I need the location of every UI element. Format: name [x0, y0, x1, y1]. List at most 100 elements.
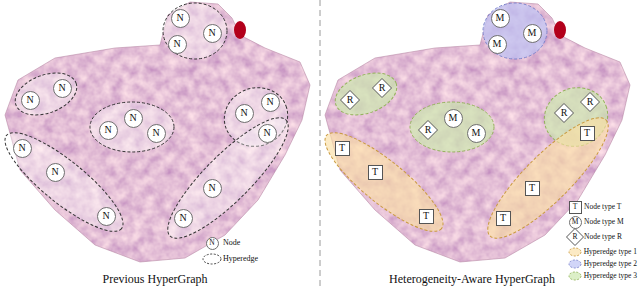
- hyperedge-type-3: [410, 102, 494, 152]
- legend-symbol: R: [566, 228, 584, 246]
- legend-item: Hyperedge type 2: [584, 260, 637, 268]
- legend-hyperedge-sample: [569, 272, 581, 280]
- node-letter: T: [500, 213, 506, 223]
- diamond-shape: [555, 104, 574, 123]
- node-letter: M: [493, 39, 502, 49]
- node-diamond: R: [580, 92, 600, 112]
- node-letter: T: [339, 143, 345, 153]
- legend-item: Hyperedge: [223, 255, 258, 263]
- node-circle: N: [203, 179, 222, 198]
- diamond-shape: [419, 121, 438, 140]
- diamond-shape: [373, 79, 392, 98]
- node-diamond: R: [372, 78, 392, 98]
- node-letter: T: [529, 183, 535, 193]
- node-circle: N: [203, 24, 222, 43]
- node-circle: M: [523, 24, 542, 43]
- tissue-right: [313, 0, 640, 270]
- node-circle: N: [168, 35, 187, 54]
- node-letter: T: [372, 167, 378, 177]
- node-letter: T: [423, 211, 429, 221]
- node-circle: N: [258, 124, 277, 143]
- legend-label: Hyperedge: [223, 255, 258, 263]
- node-circle: M: [467, 124, 486, 143]
- legend-item: Hyperedge type 1: [584, 248, 637, 256]
- node-square: T: [419, 209, 434, 224]
- node-circle: M: [444, 109, 463, 128]
- legend-label: Node: [223, 239, 240, 247]
- legend-label: Node type M: [584, 218, 624, 226]
- node-diamond: R: [554, 103, 574, 123]
- node-letter: N: [152, 128, 159, 138]
- hyperedge: [163, 3, 227, 59]
- legend-item: Node type R: [584, 233, 622, 241]
- legend-letter: T: [573, 203, 578, 211]
- node-letter: M: [496, 13, 505, 23]
- panel-caption: Previous HyperGraph: [103, 269, 208, 286]
- node-circle: N: [235, 104, 254, 123]
- blood-spot: [554, 21, 566, 39]
- legend-hyperedge-sample: [569, 260, 581, 268]
- tissue-texture: [0, 0, 320, 270]
- node-letter: N: [129, 113, 136, 123]
- panel-divider: [320, 0, 321, 286]
- tissue-outline: [325, 2, 630, 262]
- blood-spot: [234, 21, 246, 39]
- tissue-texture: [320, 0, 640, 270]
- node-letter: N: [102, 211, 109, 221]
- hyperedge-type-1: [474, 104, 622, 252]
- legend-symbol: N: [206, 237, 219, 250]
- node-square: T: [580, 126, 595, 141]
- node-circle: N: [99, 121, 118, 140]
- node-letter: N: [263, 128, 270, 138]
- hyperedge: [154, 104, 302, 252]
- legend-symbol: M: [569, 216, 582, 229]
- node-diamond: R: [340, 90, 360, 110]
- node-letter: R: [347, 95, 354, 105]
- node-circle: N: [261, 93, 280, 112]
- tissue-left: [0, 0, 320, 270]
- legend-letter: N: [209, 239, 214, 247]
- node-letter: N: [176, 13, 183, 23]
- node-diamond: R: [418, 120, 438, 140]
- legend-letter: M: [572, 218, 579, 226]
- legend-label: Node type T: [584, 203, 621, 211]
- node-circle: N: [171, 9, 190, 28]
- node-letter: N: [266, 97, 273, 107]
- legend-label: Hyperedge type 3: [584, 272, 637, 280]
- legend-letter: R: [572, 233, 577, 241]
- node-letter: N: [179, 213, 186, 223]
- node-circle: N: [13, 139, 32, 158]
- hyperedge-type-2: [483, 3, 547, 59]
- node-circle: M: [491, 9, 510, 28]
- legend-symbol: T: [569, 201, 582, 214]
- node-circle: N: [21, 91, 40, 110]
- node-letter: N: [58, 83, 65, 93]
- legend-label: Node type R: [584, 233, 622, 241]
- node-letter: N: [26, 95, 33, 105]
- node-letter: M: [449, 113, 458, 123]
- node-square: T: [368, 165, 383, 180]
- node-letter: R: [587, 97, 594, 107]
- node-square: T: [335, 141, 350, 156]
- hyperedge-type-3: [329, 65, 402, 123]
- node-circle: M: [488, 35, 507, 54]
- node-letter: N: [208, 28, 215, 38]
- node-circle: N: [97, 207, 116, 226]
- diamond-shape: [581, 93, 600, 112]
- node-circle: N: [53, 79, 72, 98]
- caption-text: Previous HyperGraph: [103, 272, 208, 286]
- legend-item: Node type T: [584, 203, 621, 211]
- node-circle: N: [46, 163, 65, 182]
- legend-label: Hyperedge type 1: [584, 248, 637, 256]
- hyperedge: [90, 102, 174, 152]
- diamond-shape: [567, 229, 584, 246]
- legend-hyperedge-sample: [569, 248, 581, 256]
- node-letter: N: [51, 167, 58, 177]
- node-letter: R: [379, 83, 386, 93]
- node-circle: N: [147, 124, 166, 143]
- node-letter: N: [240, 108, 247, 118]
- node-letter: N: [173, 39, 180, 49]
- node-square: T: [525, 181, 540, 196]
- legend-item: Node type M: [584, 218, 624, 226]
